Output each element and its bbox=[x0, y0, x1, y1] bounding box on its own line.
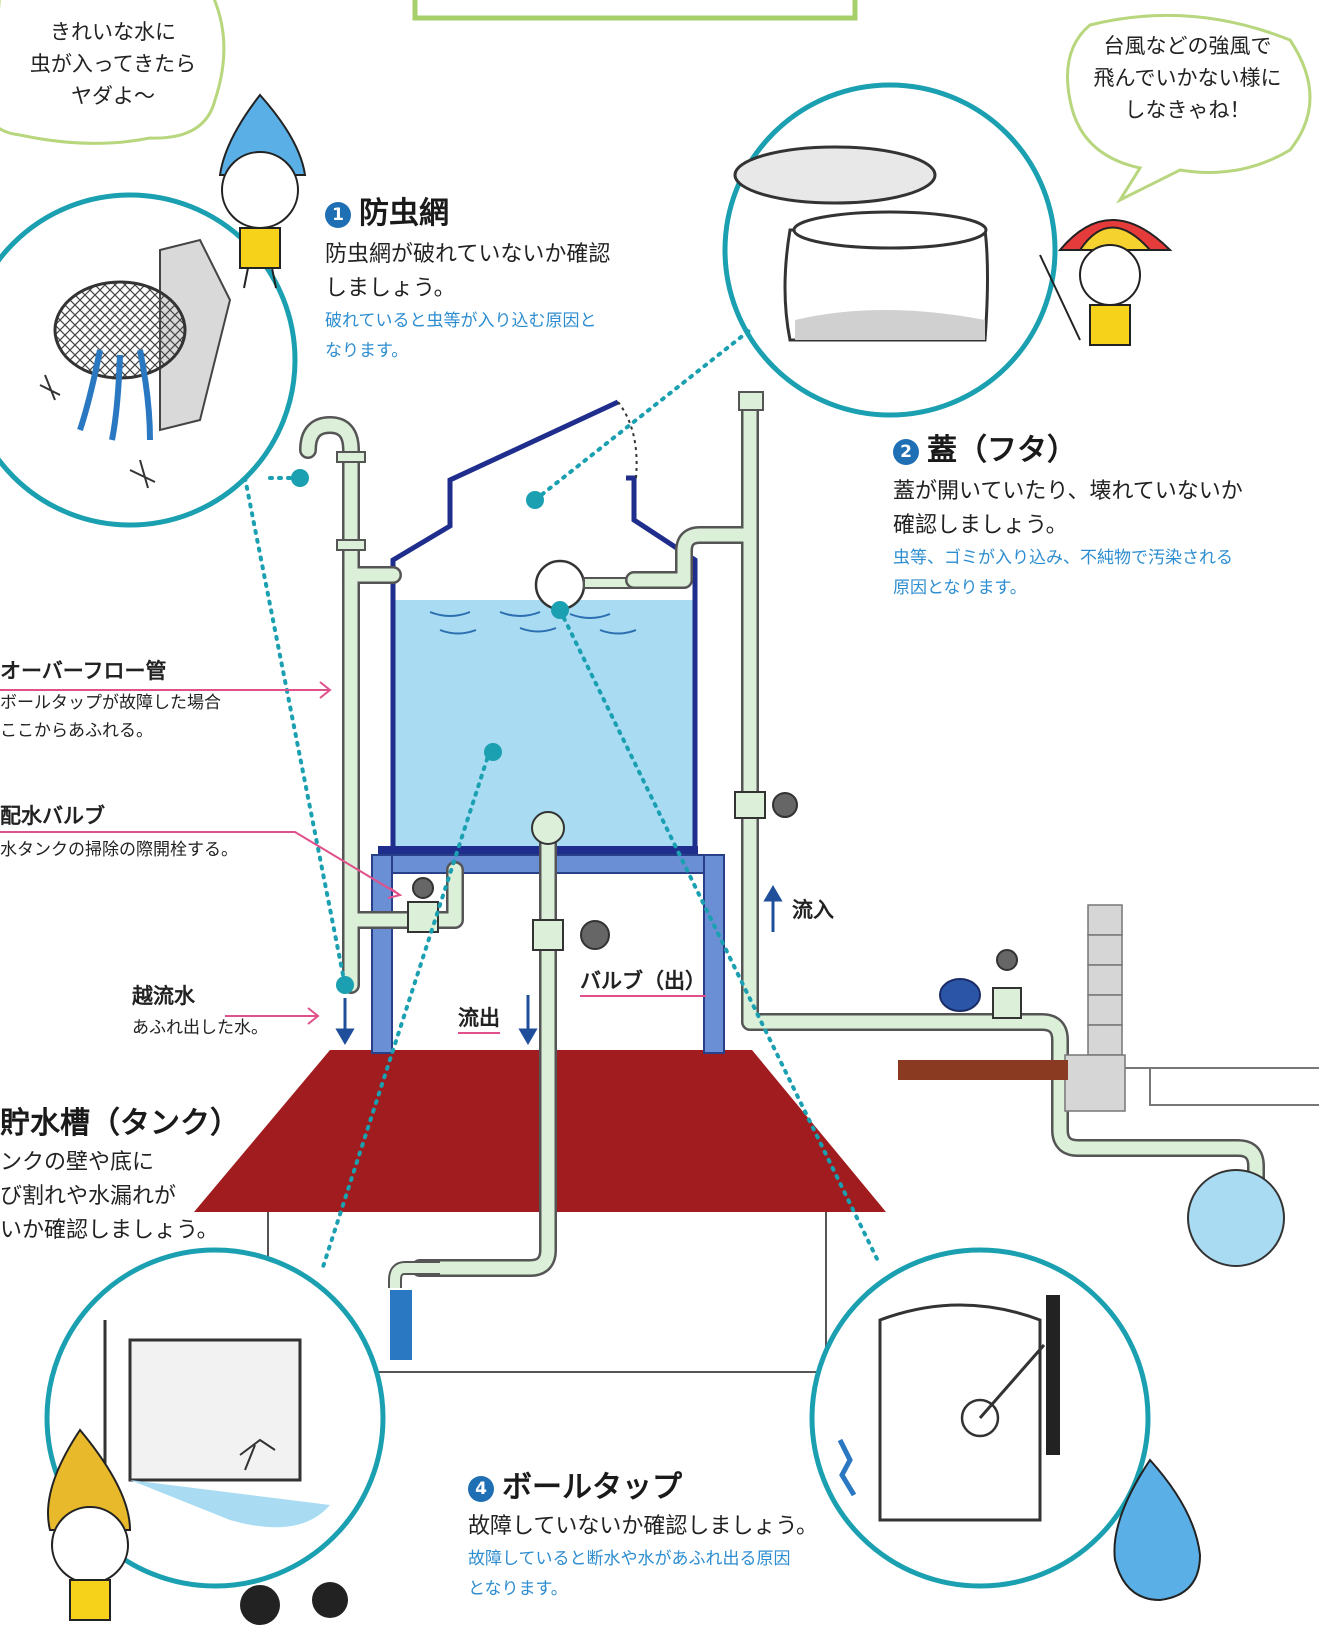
stand-top-strip bbox=[378, 846, 698, 854]
bubble-right-text: 台風などの強風で 飛んでいかない様に しなきゃね！ bbox=[1093, 34, 1282, 122]
lid-hinge bbox=[617, 401, 638, 479]
valve-out-label: バルブ（出） bbox=[580, 965, 706, 997]
valves bbox=[407, 791, 1022, 1019]
wall-bricks bbox=[1064, 904, 1126, 1112]
bubble-left-text: きれいな水に 虫が入ってきたら ヤダよ〜 bbox=[29, 20, 197, 108]
section-3: 貯水槽（タンク） ンクの壁や底に び割れや水漏れが いか確認しましょう。 bbox=[0, 1098, 240, 1248]
water-meter bbox=[939, 978, 981, 1012]
water-ripples bbox=[429, 611, 637, 635]
mascot-drop bbox=[1113, 1458, 1202, 1602]
flange bbox=[336, 451, 366, 463]
tank-outline-right bbox=[626, 475, 698, 846]
pipes bbox=[299, 391, 1265, 1277]
lid-detail bbox=[733, 145, 989, 342]
overflow-water-label: 越流水 あふれ出した水。 bbox=[132, 984, 268, 1038]
vent-cap bbox=[738, 391, 764, 411]
leader-arrows bbox=[0, 681, 403, 1025]
connector-dots bbox=[291, 469, 569, 994]
outflow-label: 流出 bbox=[458, 1002, 500, 1034]
mascot-umbrella bbox=[1039, 219, 1173, 346]
inflow-label: 流入 bbox=[792, 898, 834, 922]
tank-water bbox=[393, 600, 695, 846]
water-stream bbox=[390, 1290, 412, 1360]
overflow-pipe-label: オーバーフロー管 ボールタップが故障した場合 ここからあふれる。 bbox=[0, 659, 221, 741]
crack-detail bbox=[103, 1320, 330, 1528]
mascot-crying bbox=[47, 1428, 132, 1621]
section-3-title: 貯水槽（タンク） bbox=[0, 1106, 240, 1141]
balltap-detail bbox=[837, 1295, 1060, 1522]
ground-beam bbox=[898, 1060, 1068, 1080]
pressure-tank bbox=[1187, 1169, 1285, 1267]
top-banner bbox=[412, 0, 858, 21]
mascot-worried bbox=[218, 93, 307, 289]
drain-channel bbox=[1125, 1067, 1319, 1106]
flow-arrows bbox=[335, 885, 783, 1045]
section-number: 2 bbox=[893, 439, 919, 465]
section-number: 4 bbox=[468, 1476, 494, 1502]
mesh-detail bbox=[39, 238, 232, 489]
speech-bubble-left bbox=[0, 0, 226, 145]
drain-valve-label: 配水バルブ 水タンクの掃除の際開栓する。 bbox=[0, 804, 238, 860]
tank-outline bbox=[390, 399, 620, 846]
germ-icons bbox=[240, 1582, 348, 1625]
section-number: 1 bbox=[325, 202, 351, 228]
speech-bubble-right bbox=[1066, 13, 1312, 204]
